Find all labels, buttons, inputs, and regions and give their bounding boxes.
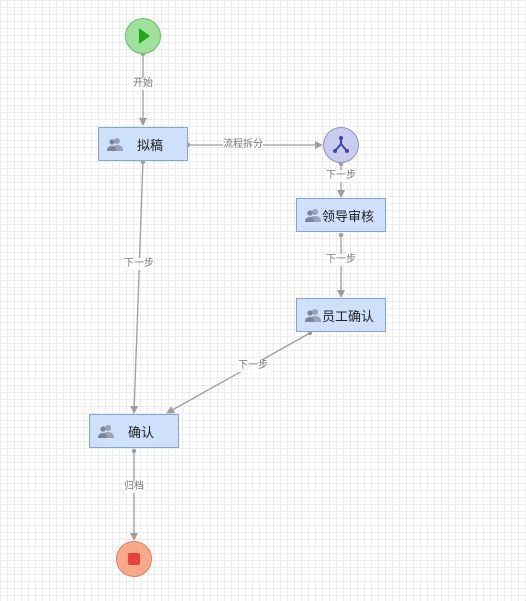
connector-dot bbox=[338, 232, 344, 238]
task-draft[interactable]: 拟稿 bbox=[98, 127, 188, 161]
user-group-icon bbox=[98, 425, 114, 438]
stop-icon bbox=[128, 553, 140, 565]
edge-label-draft-next: 下一步 bbox=[124, 258, 154, 270]
play-icon bbox=[139, 28, 150, 44]
edge-label-fork-next: 下一步 bbox=[326, 170, 356, 182]
connector-dot bbox=[131, 448, 137, 454]
start-node[interactable] bbox=[125, 18, 161, 54]
fork-icon bbox=[333, 136, 349, 153]
task-confirm[interactable]: 确认 bbox=[89, 414, 179, 448]
task-label: 拟稿 bbox=[136, 138, 163, 154]
edge-label-leader-next: 下一步 bbox=[326, 254, 356, 266]
edge-label-start: 开始 bbox=[133, 78, 153, 90]
user-group-icon bbox=[305, 309, 321, 322]
edge-label-archive: 归档 bbox=[124, 481, 144, 493]
fork-node[interactable] bbox=[323, 127, 359, 163]
edge-staff-to-confirm[interactable] bbox=[166, 332, 311, 414]
end-node[interactable] bbox=[116, 541, 152, 577]
edge-draft-to-confirm[interactable] bbox=[130, 161, 144, 414]
user-group-icon bbox=[305, 209, 321, 222]
user-group-icon bbox=[107, 138, 123, 151]
edge-label-staff-next: 下一步 bbox=[238, 360, 268, 372]
task-label: 领导审核 bbox=[321, 209, 374, 225]
task-label: 员工确认 bbox=[321, 309, 374, 325]
task-label: 确认 bbox=[127, 425, 154, 441]
task-leader-review[interactable]: 领导审核 bbox=[296, 198, 386, 232]
edge-label-split: 流程拆分 bbox=[223, 139, 263, 151]
task-staff-confirm[interactable]: 员工确认 bbox=[296, 298, 386, 332]
